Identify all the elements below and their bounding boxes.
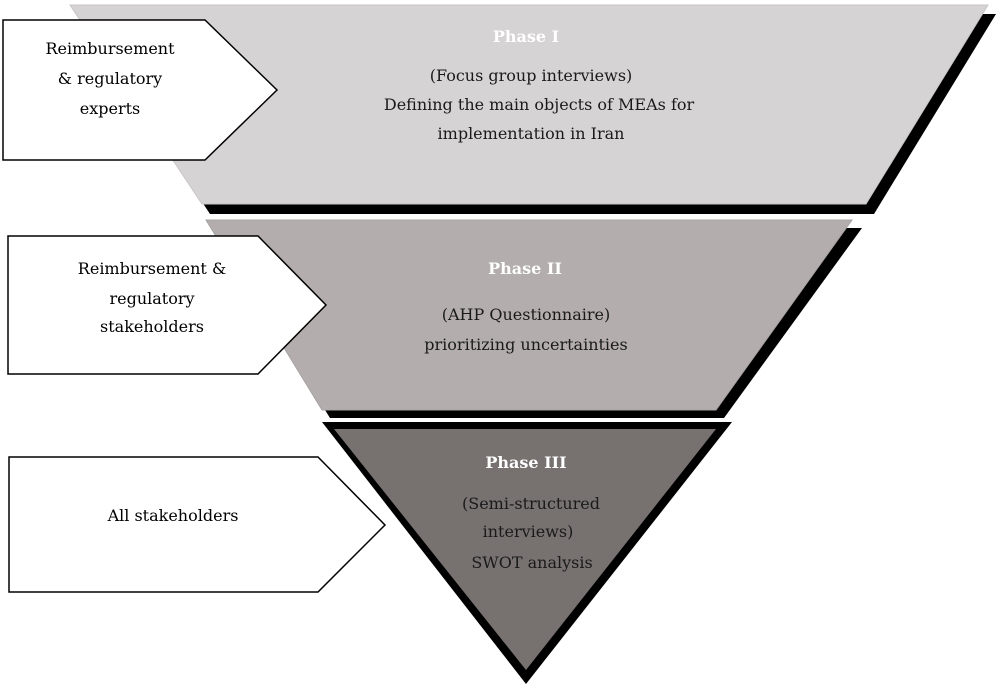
- participants-label: & regulatory: [58, 69, 162, 88]
- phase-1-line: Defining the main objects of MEAs for: [384, 95, 695, 114]
- participants-arrow-3-shape: [8, 456, 387, 593]
- phase-2-band: [205, 219, 862, 418]
- participants-label: stakeholders: [100, 317, 204, 336]
- phase-3-line: (Semi-structured: [462, 494, 600, 513]
- phase-3-line: SWOT analysis: [471, 553, 592, 572]
- participants-label: All stakeholders: [107, 506, 239, 525]
- participants-label: regulatory: [109, 289, 194, 308]
- phase-2-line: (AHP Questionnaire): [442, 305, 611, 324]
- phase-3-line: interviews): [483, 522, 574, 541]
- phase-2-text: Phase II (AHP Questionnaire) prioritizin…: [424, 259, 627, 354]
- participants-arrow-2-shape: [7, 235, 328, 375]
- participants-arrow-2: Reimbursement & regulatory stakeholders: [7, 235, 328, 375]
- participants-arrow-3: All stakeholders: [8, 456, 387, 593]
- phase-3-title: Phase III: [485, 453, 566, 472]
- phase-1-line: (Focus group interviews): [430, 66, 633, 85]
- participants-label: Reimbursement &: [78, 259, 226, 278]
- participants-arrow-1-shape: [2, 19, 279, 161]
- phase-1-band: [69, 4, 996, 214]
- phase-3-text: Phase III (Semi-structured interviews) S…: [462, 453, 600, 572]
- phase-1-title: Phase I: [493, 27, 559, 46]
- phase-2-line: prioritizing uncertainties: [424, 335, 627, 354]
- phase-1-line: implementation in Iran: [438, 124, 625, 143]
- phase-1-text: Phase I (Focus group interviews) Definin…: [384, 27, 695, 143]
- phase-3-band: [322, 422, 732, 684]
- participants-label: Reimbursement: [45, 39, 175, 58]
- participants-arrow-1: Reimbursement & regulatory experts: [2, 19, 279, 161]
- phase-3-shape: [334, 429, 716, 670]
- phase-2-title: Phase II: [488, 259, 562, 278]
- participants-label: experts: [80, 99, 141, 118]
